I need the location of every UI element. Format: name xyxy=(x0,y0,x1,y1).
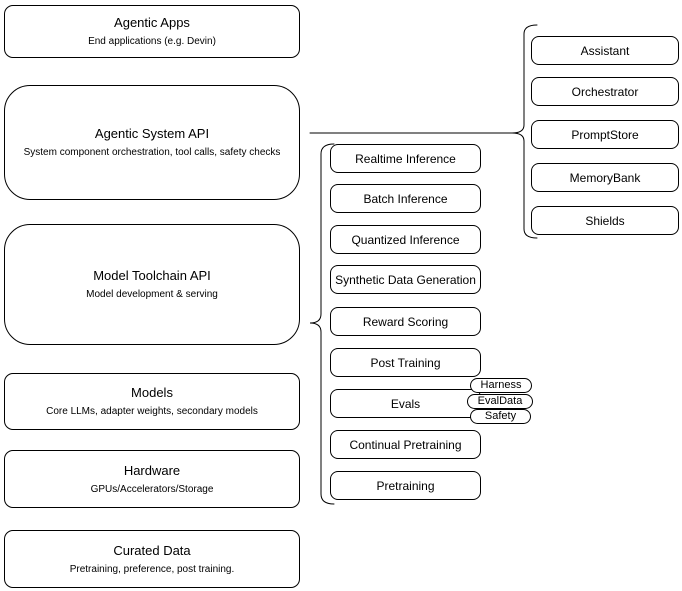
node-label: Orchestrator xyxy=(571,84,639,99)
node-title: Agentic System API xyxy=(94,126,210,141)
node-synthetic-data-generation: Synthetic Data Generation xyxy=(330,265,481,294)
node-realtime-inference: Realtime Inference xyxy=(330,144,481,173)
node-subtitle: Pretraining, preference, post training. xyxy=(69,563,235,575)
node-memorybank: MemoryBank xyxy=(531,163,679,192)
node-subtitle: End applications (e.g. Devin) xyxy=(88,36,216,47)
node-label: Post Training xyxy=(370,355,441,370)
node-agentic-apps: Agentic Apps End applications (e.g. Devi… xyxy=(4,5,300,58)
node-label: Shields xyxy=(585,213,625,228)
tag-label: Safety xyxy=(484,410,517,422)
node-title: Agentic Apps xyxy=(114,15,190,30)
node-reward-scoring: Reward Scoring xyxy=(330,307,481,336)
node-label: MemoryBank xyxy=(569,170,641,185)
node-subtitle: GPUs/Accelerators/Storage xyxy=(90,483,214,495)
node-label: Batch Inference xyxy=(363,191,448,206)
node-subtitle: System component orchestration, tool cal… xyxy=(23,147,281,158)
node-label: Quantized Inference xyxy=(351,232,460,247)
tag-safety: Safety xyxy=(470,409,531,424)
node-title: Curated Data xyxy=(113,542,191,558)
node-title: Models xyxy=(131,385,173,400)
tag-evaldata: EvalData xyxy=(467,394,533,409)
tag-harness: Harness xyxy=(470,378,532,393)
node-label: Pretraining xyxy=(376,478,435,493)
node-agentic-system-api: Agentic System API System component orch… xyxy=(4,85,300,200)
node-label: Evals xyxy=(390,396,421,411)
node-assistant: Assistant xyxy=(531,36,679,65)
node-promptstore: PromptStore xyxy=(531,120,679,149)
node-quantized-inference: Quantized Inference xyxy=(330,225,481,254)
node-evals: Evals xyxy=(330,389,481,418)
node-subtitle: Core LLMs, adapter weights, secondary mo… xyxy=(46,406,258,417)
node-hardware: Hardware GPUs/Accelerators/Storage xyxy=(4,450,300,508)
tag-label: Harness xyxy=(480,379,522,391)
node-label: Assistant xyxy=(580,43,630,58)
node-title: Hardware xyxy=(123,462,181,478)
node-model-toolchain-api: Model Toolchain API Model development & … xyxy=(4,224,300,345)
node-post-training: Post Training xyxy=(330,348,481,377)
node-batch-inference: Batch Inference xyxy=(330,184,481,213)
node-label: Synthetic Data Generation xyxy=(335,272,476,287)
tag-label: EvalData xyxy=(477,395,523,407)
node-continual-pretraining: Continual Pretraining xyxy=(330,430,481,459)
node-title: Model Toolchain API xyxy=(93,268,211,283)
node-subtitle: Model development & serving xyxy=(86,289,218,300)
node-curated-data: Curated Data Pretraining, preference, po… xyxy=(4,530,300,588)
node-label: PromptStore xyxy=(571,127,639,142)
node-models: Models Core LLMs, adapter weights, secon… xyxy=(4,373,300,430)
node-label: Continual Pretraining xyxy=(349,437,462,452)
node-label: Reward Scoring xyxy=(362,314,449,329)
node-shields: Shields xyxy=(531,206,679,235)
node-pretraining: Pretraining xyxy=(330,471,481,500)
node-orchestrator: Orchestrator xyxy=(531,77,679,106)
node-label: Realtime Inference xyxy=(355,151,456,166)
